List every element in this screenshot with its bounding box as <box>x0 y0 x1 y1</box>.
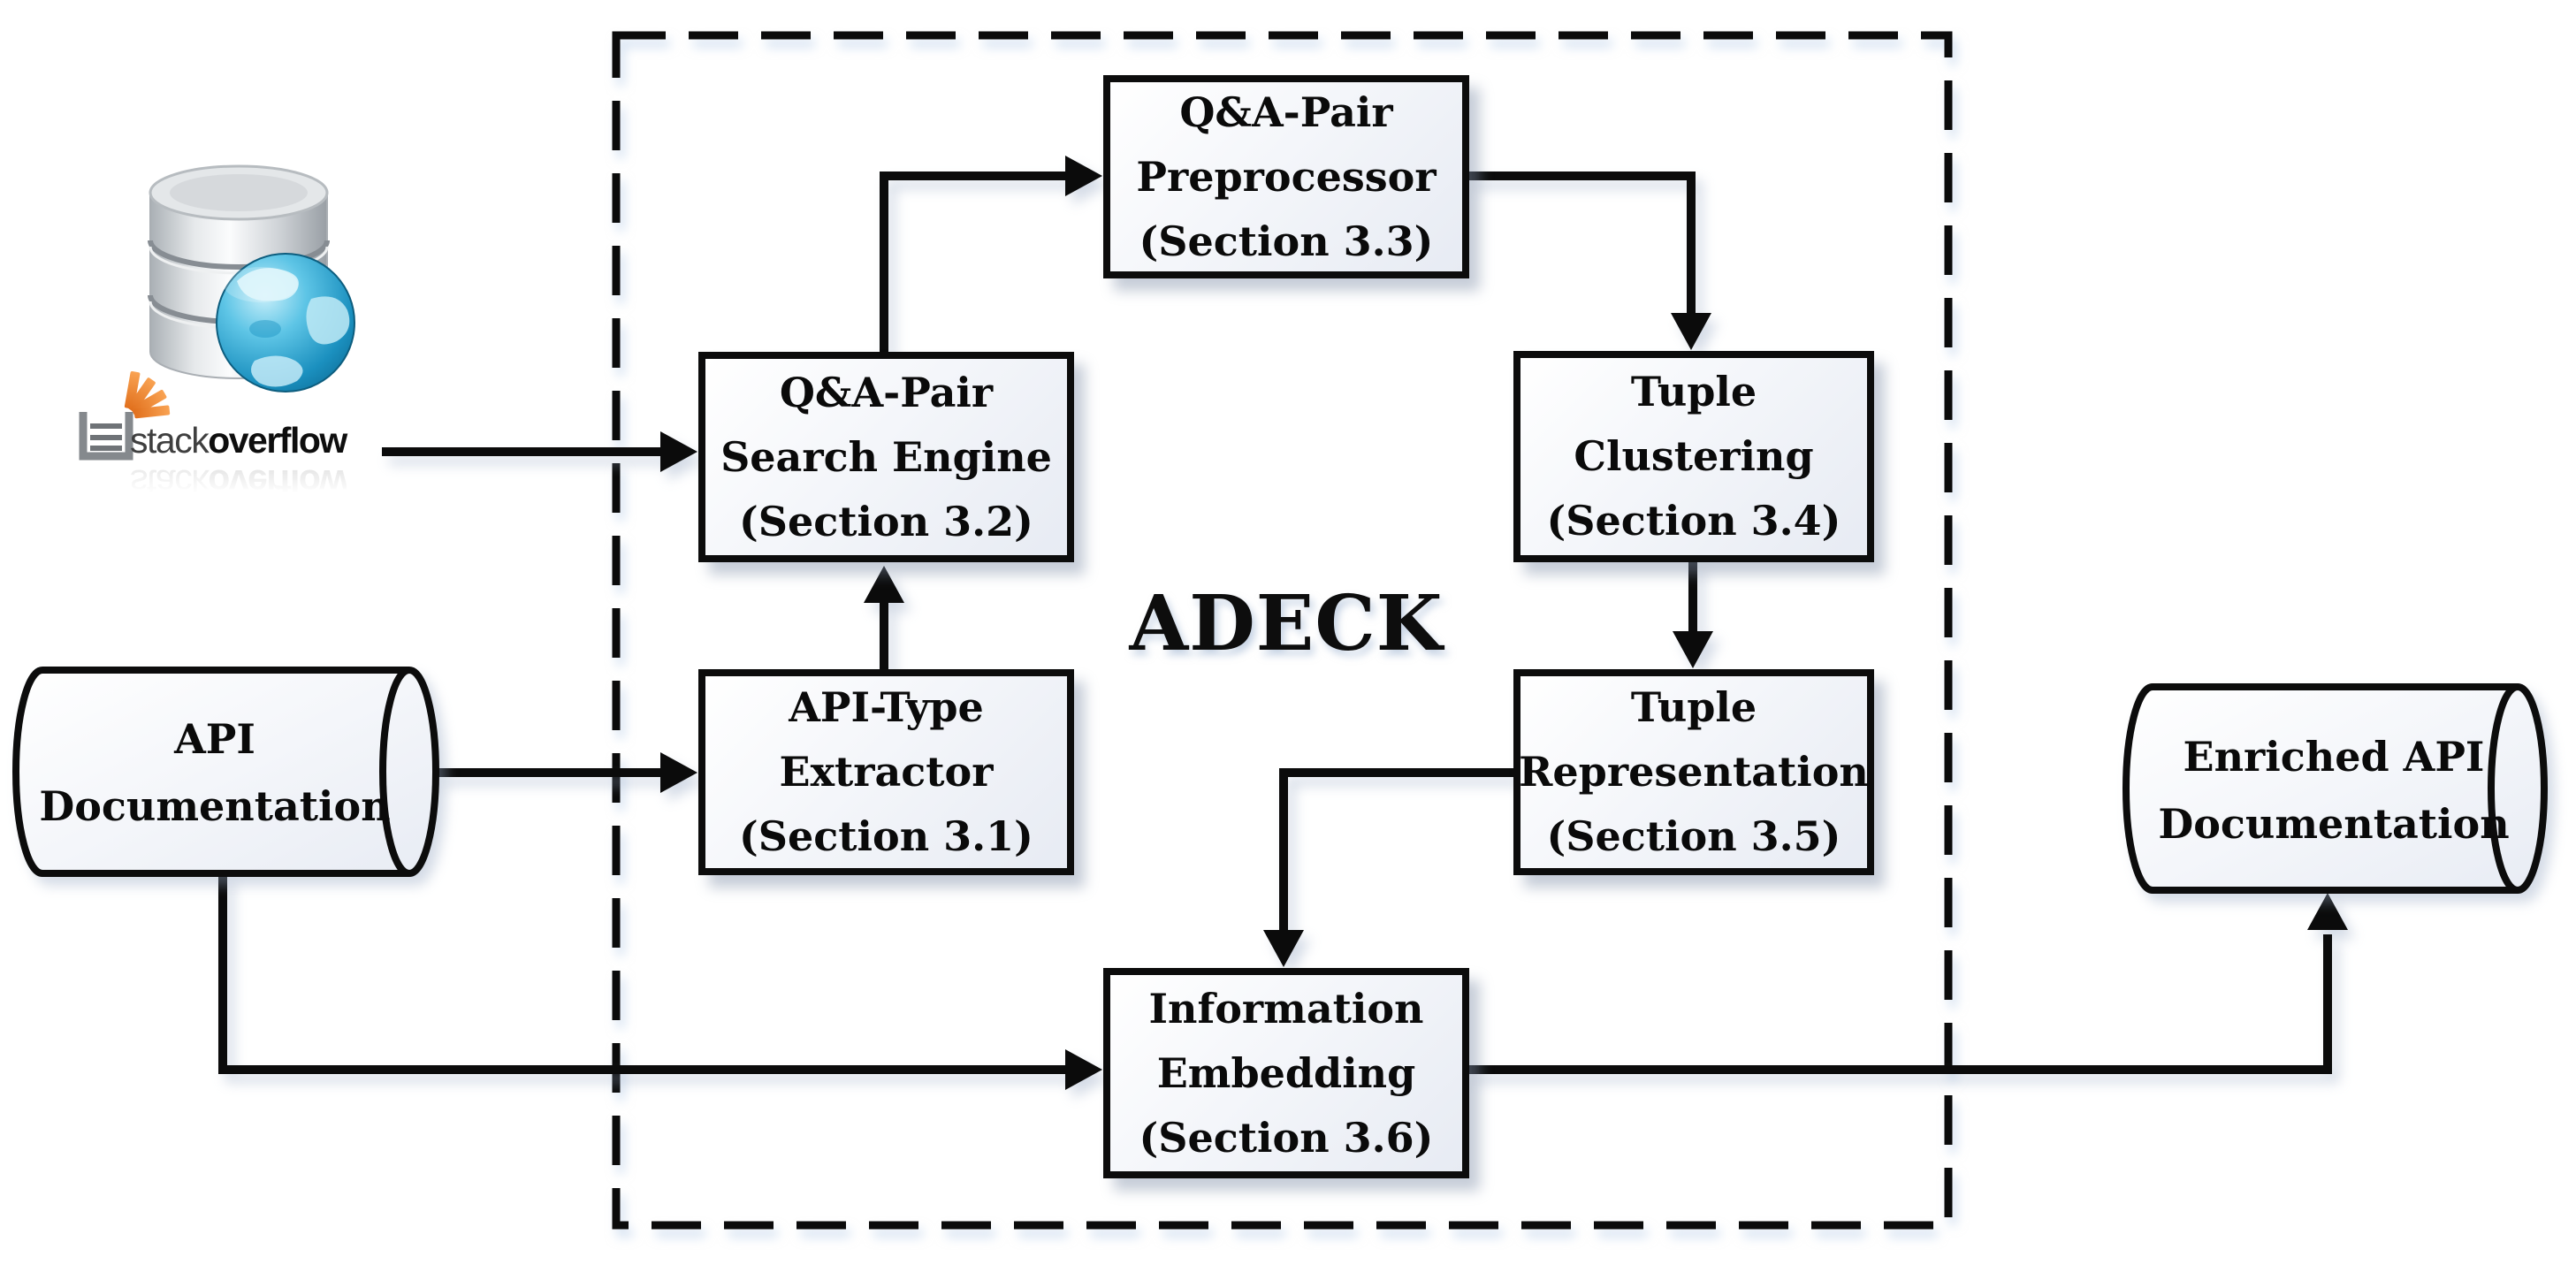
tuple-representation-box: Tuple Representation (Section 3.5) <box>1513 669 1874 875</box>
qa-pair-search-engine-box: Q&A-Pair Search Engine (Section 3.2) <box>698 352 1074 562</box>
adeck-framework-label: ADECK <box>1129 579 1444 668</box>
stackoverflow-tray-icon <box>79 370 171 461</box>
stackoverflow-wordmark-overflow: overflow <box>208 420 347 461</box>
cylinder-end-cap <box>2488 683 2519 894</box>
arrow-search-engine-to-preprocessor <box>880 171 1070 352</box>
api-type-extractor-box: API-Type Extractor (Section 3.1) <box>698 669 1074 875</box>
arrowheads <box>660 156 2348 1090</box>
flow-arrows <box>218 156 2348 1090</box>
section-ref: (Section 3.4) <box>1546 497 1841 545</box>
arrow-embedding-to-enriched <box>1469 934 2332 1074</box>
section-ref: (Section 3.3) <box>1139 217 1434 265</box>
globe-icon <box>216 253 355 392</box>
arrow-apidoc-to-embedding <box>218 873 1070 1074</box>
information-embedding-box: Information Embedding (Section 3.6) <box>1103 968 1469 1178</box>
section-ref: (Section 3.1) <box>739 812 1033 860</box>
qa-pair-preprocessor-box: Q&A-Pair Preprocessor (Section 3.3) <box>1103 75 1469 278</box>
stackoverflow-wordmark-stack: stack <box>130 420 210 461</box>
section-ref: (Section 3.2) <box>739 497 1033 545</box>
enriched-api-documentation-label: Enriched API Documentation <box>2158 733 2510 848</box>
api-documentation-store <box>12 667 439 877</box>
tuple-clustering-box: Tuple Clustering (Section 3.4) <box>1513 351 1874 562</box>
cylinder-end-cap <box>379 667 410 877</box>
section-ref: (Section 3.5) <box>1546 812 1841 860</box>
adeck-dashed-boundary <box>612 31 1953 1230</box>
enriched-api-documentation-store <box>2123 683 2548 894</box>
arrow-representation-to-embedding <box>1279 768 1513 934</box>
stackoverflow-logo <box>79 164 355 461</box>
stackoverflow-wordmark: stackoverflow <box>130 419 347 461</box>
stackoverflow-wordmark-reflection: stackoverflow <box>130 462 347 503</box>
api-documentation-label: API Documentation <box>39 715 391 830</box>
section-ref: (Section 3.6) <box>1139 1113 1434 1162</box>
arrow-preprocessor-to-clustering <box>1469 171 1696 317</box>
